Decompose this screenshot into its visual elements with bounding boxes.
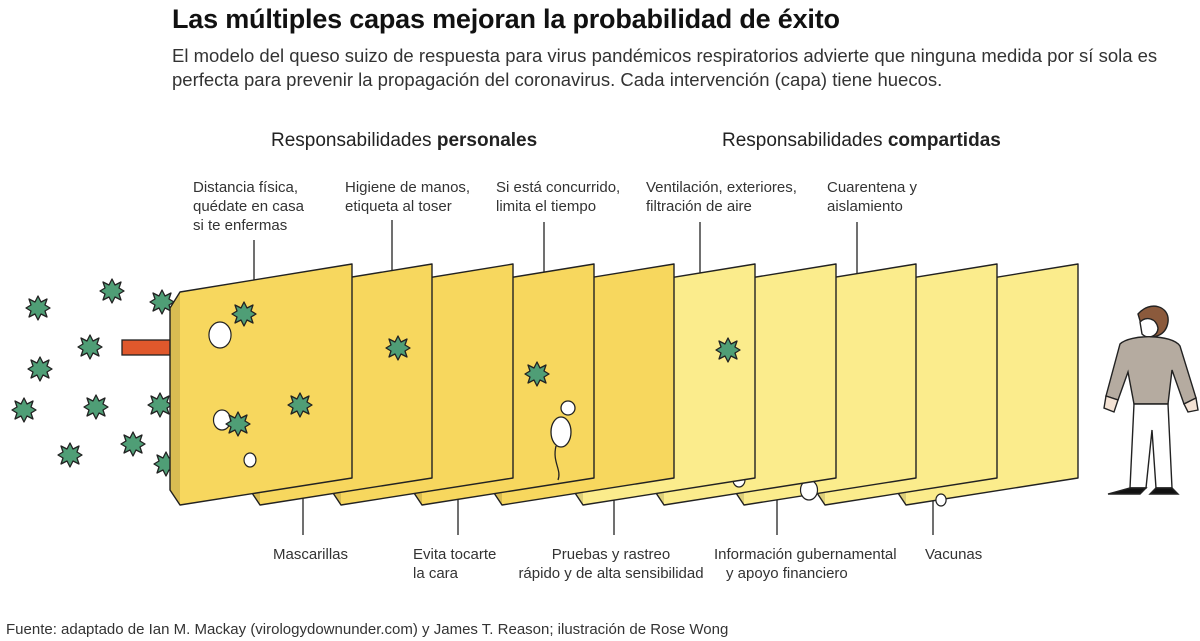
- group-label-personal-bold: personales: [436, 130, 538, 151]
- source-credit: Fuente: adaptado de Ian M. Mackay (virol…: [6, 621, 729, 638]
- label-cuarentena: Cuarentena y aislamiento: [827, 178, 917, 216]
- label-line: Cuarentena y: [827, 179, 918, 196]
- label-line: y apoyo financiero: [726, 565, 848, 582]
- label-line: Distancia física,: [193, 179, 299, 196]
- group-label-shared-prefix: Responsabilidades: [722, 130, 888, 151]
- label-pruebas-rastreo: Pruebas y rastreo rápido y de alta sensi…: [511, 545, 711, 583]
- label-vacunas: Vacunas: [925, 545, 982, 564]
- label-line: limita el tiempo: [496, 198, 597, 215]
- label-line: la cara: [413, 565, 459, 582]
- label-distancia-fisica: Distancia física, quédate en casa si te …: [193, 178, 304, 235]
- label-line: aislamiento: [827, 198, 903, 215]
- page-subtitle: El modelo del queso suizo de respuesta p…: [172, 45, 1158, 90]
- label-line: quédate en casa: [193, 198, 304, 215]
- label-informacion: Información gubernamental y apoyo financ…: [714, 545, 897, 583]
- page-title: Las múltiples capas mejoran la probabili…: [172, 4, 840, 34]
- cheese-slice-1: [169, 263, 353, 506]
- group-label-personal-prefix: Responsabilidades: [271, 130, 437, 151]
- label-line: etiqueta al toser: [345, 198, 452, 215]
- cheese-hole: [243, 452, 257, 468]
- person-icon: [1103, 305, 1199, 495]
- mouse-icon: [550, 400, 576, 481]
- label-line: filtración de aire: [646, 198, 752, 215]
- label-line: si te enfermas: [193, 217, 288, 234]
- group-label-shared-bold: compartidas: [887, 130, 1001, 151]
- label-line: Pruebas y rastreo: [551, 546, 671, 563]
- label-line: Vacunas: [925, 546, 983, 563]
- cheese-hole: [208, 321, 232, 349]
- virus-cloud: [11, 278, 179, 477]
- label-evita-tocarte: Evita tocarte la cara: [413, 545, 496, 583]
- label-line: rápido y de alta sensibilidad: [518, 565, 704, 582]
- label-ventilacion: Ventilación, exteriores, filtración de a…: [646, 178, 797, 216]
- cheese-hole: [212, 409, 232, 431]
- cheese-hole: [935, 493, 947, 507]
- label-line: Ventilación, exteriores,: [646, 179, 797, 196]
- label-concurrido: Si está concurrido, limita el tiempo: [496, 178, 620, 216]
- label-line: Evita tocarte: [413, 546, 497, 563]
- label-line: Higiene de manos,: [345, 179, 471, 196]
- cheese-slices: [169, 263, 1079, 507]
- label-line: Mascarillas: [273, 546, 349, 563]
- label-mascarillas: Mascarillas: [273, 545, 348, 564]
- label-line: Si está concurrido,: [496, 179, 621, 196]
- group-label-personal: Responsabilidades personales: [271, 130, 537, 152]
- label-higiene-manos: Higiene de manos, etiqueta al toser: [345, 178, 470, 216]
- label-line: Información gubernamental: [714, 546, 897, 563]
- group-label-shared: Responsabilidades compartidas: [722, 130, 1001, 152]
